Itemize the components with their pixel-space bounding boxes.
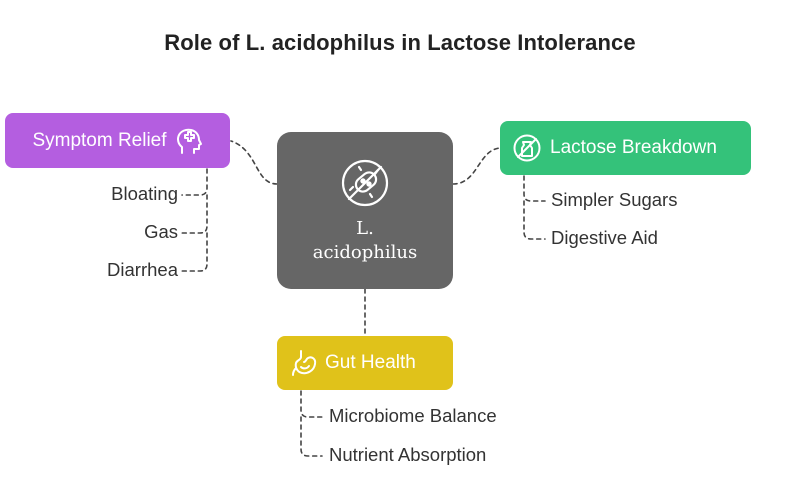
- leaf-microbiome-balance: Microbiome Balance: [329, 405, 497, 426]
- connector-center-symptom: [230, 140, 278, 185]
- connector-diarrhea: [181, 232, 208, 272]
- head-medical-icon: [176, 128, 202, 154]
- symptom-relief-node: Symptom Relief: [5, 113, 230, 168]
- gut-health-node: Gut Health: [277, 336, 453, 390]
- diagram-title: Role of L. acidophilus in Lactose Intole…: [164, 30, 636, 55]
- no-milk-icon: [513, 134, 541, 162]
- connector-digestive-aid: [523, 200, 546, 240]
- center-label-line1: L.: [356, 217, 374, 239]
- leaf-bloating: Bloating: [111, 183, 178, 204]
- connector-simpler-sugars: [523, 175, 546, 202]
- connector-nutrient: [300, 416, 323, 457]
- bacteria-icon: [341, 159, 389, 206]
- leaf-gas: Gas: [144, 221, 178, 242]
- leaf-diarrhea: Diarrhea: [107, 259, 178, 280]
- center-node: L. acidophilus: [277, 132, 453, 289]
- lactose-breakdown-node: Lactose Breakdown: [500, 121, 751, 175]
- leaf-simpler-sugars: Simpler Sugars: [551, 189, 678, 210]
- lactose-breakdown-label: Lactose Breakdown: [550, 137, 717, 158]
- connector-center-lactose: [452, 147, 501, 185]
- center-label: L. acidophilus: [313, 217, 417, 265]
- leaf-nutrient-absorption: Nutrient Absorption: [329, 444, 487, 465]
- symptom-relief-label: Symptom Relief: [32, 129, 167, 151]
- connector-microbiome: [300, 390, 323, 418]
- stomach-icon: [292, 350, 317, 376]
- connector-bloating: [181, 168, 208, 196]
- leaf-digestive-aid: Digestive Aid: [551, 227, 658, 248]
- gut-health-label: Gut Health: [325, 352, 416, 373]
- center-label-line2: acidophilus: [312, 241, 418, 263]
- connector-gas: [181, 194, 208, 234]
